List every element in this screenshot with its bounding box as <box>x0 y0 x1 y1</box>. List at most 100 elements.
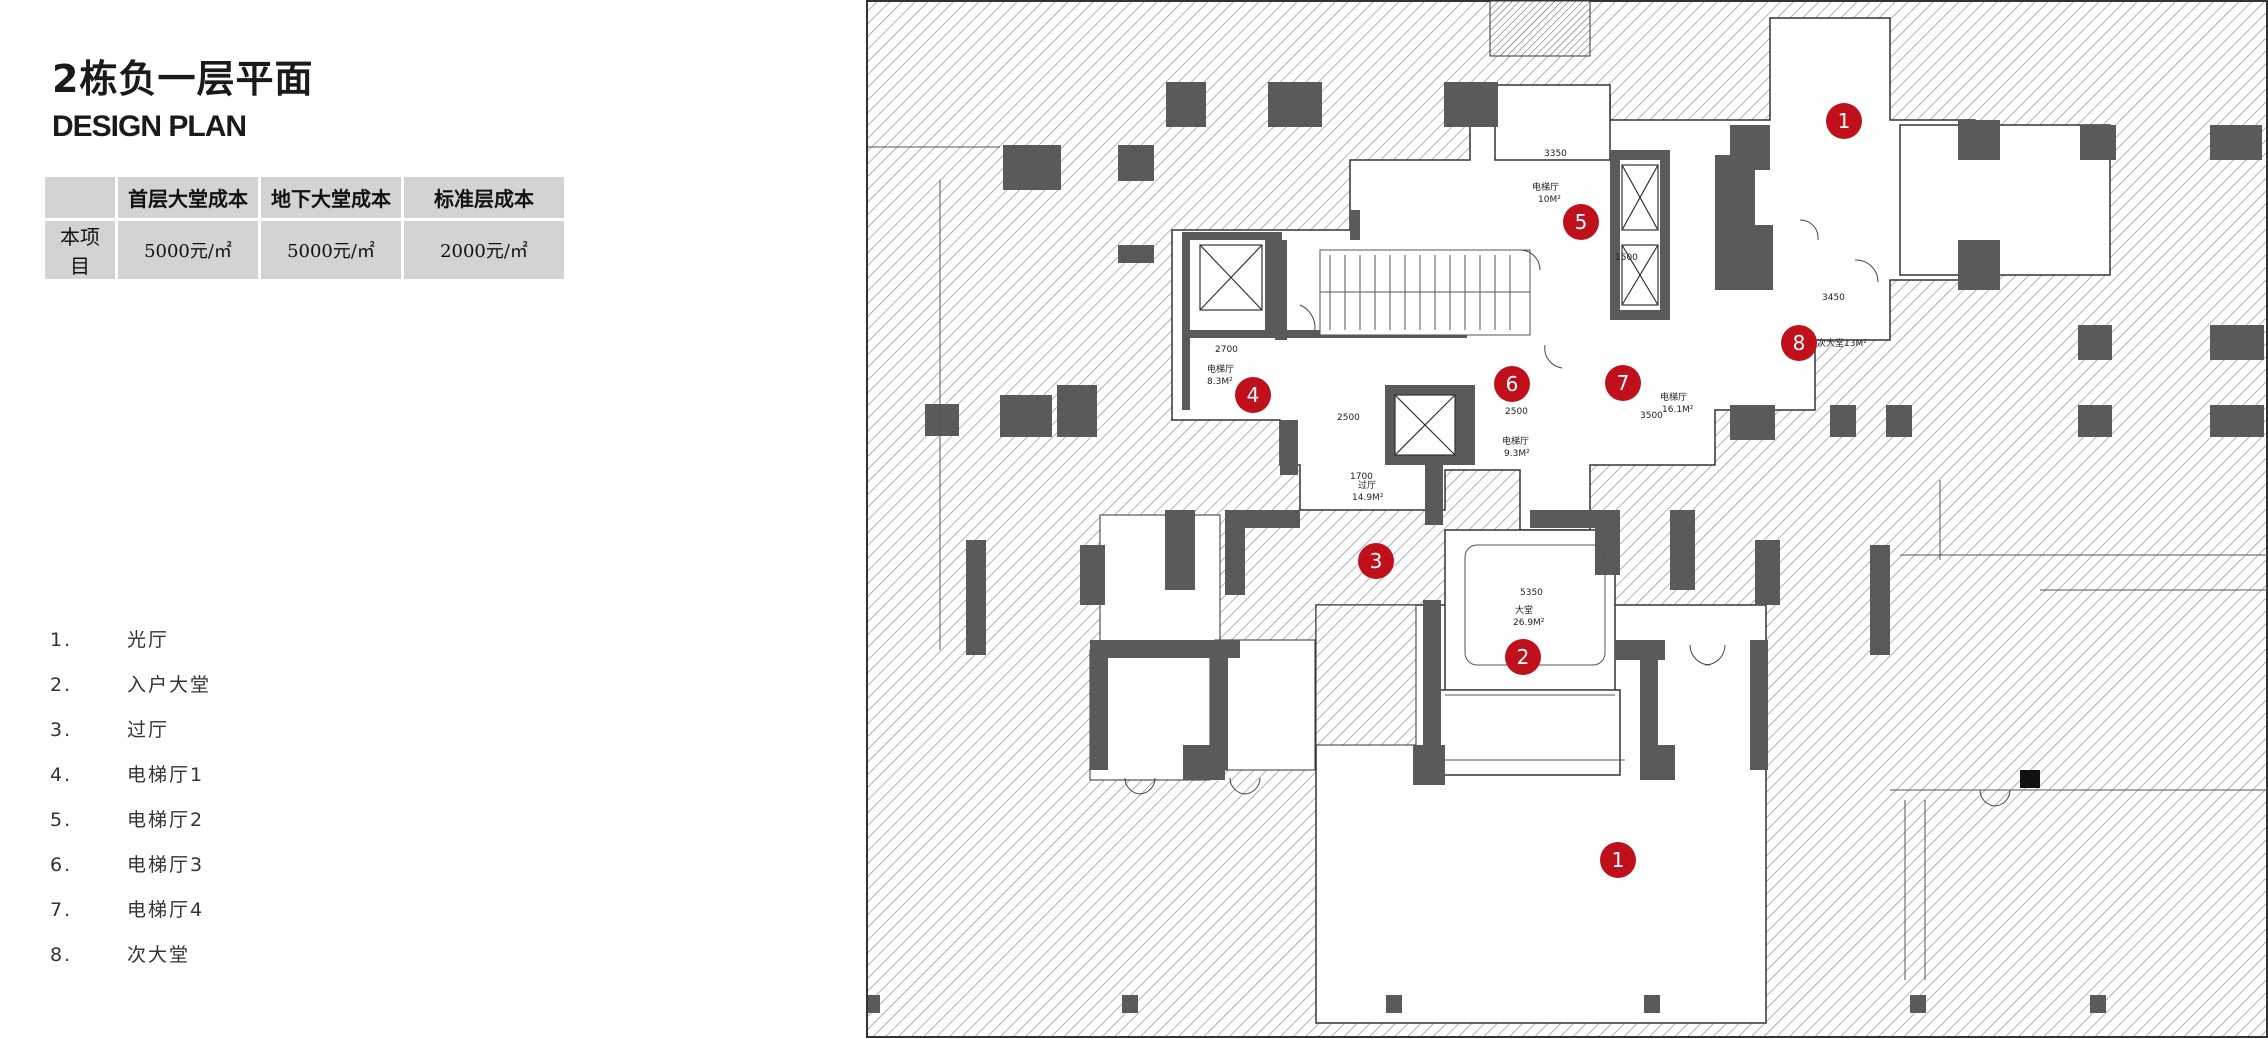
column <box>1386 995 1402 1013</box>
marker-number: 1 <box>1612 848 1625 872</box>
dimension-label: 2700 <box>1215 345 1238 355</box>
marker-number: 2 <box>1517 645 1530 669</box>
room-annotations: 电梯厅 10M² 电梯厅 8.3M² 电梯厅 9.3M² 电梯厅 16.1M² … <box>1207 181 1867 628</box>
wall-segment <box>1182 330 1275 338</box>
room-area: 26.9M² <box>1513 618 1545 628</box>
marker-circle <box>1605 365 1641 401</box>
marker-circle <box>1505 639 1541 675</box>
room-marker: 1 <box>1600 842 1636 878</box>
page-title: 2栋负一层平面 <box>52 57 314 101</box>
wall-segment <box>1080 545 1105 605</box>
right-room <box>1899 124 2111 276</box>
room-area: 16.1M² <box>1662 405 1694 415</box>
column <box>1830 405 1856 437</box>
column <box>1122 995 1138 1013</box>
wall-segment <box>1280 420 1298 475</box>
wall-segment <box>1595 525 1620 575</box>
room-label: 电梯厅 <box>1502 435 1529 447</box>
marker-number: 1 <box>1838 109 1851 133</box>
marker-circle <box>1358 543 1394 579</box>
wall-segment <box>1660 150 1670 320</box>
table-header-empty <box>45 177 115 218</box>
legend-number: 3. <box>50 719 73 741</box>
dimension-label: 1500 <box>1615 253 1638 263</box>
room-marker: 1 <box>1826 103 1862 139</box>
column <box>1166 82 1206 127</box>
room-label: 次大堂13M² <box>1817 337 1867 349</box>
dimension-label: 5350 <box>1520 588 1543 598</box>
room-marker: 2 <box>1505 639 1541 675</box>
wall-segment <box>1350 210 1360 240</box>
room-marker: 4 <box>1235 377 1271 413</box>
column <box>2090 995 2106 1013</box>
legend-item: 6.电梯厅3 <box>50 847 211 892</box>
room-area: 10M² <box>1538 195 1561 205</box>
room-marker: 8 <box>1781 325 1817 361</box>
door-swing <box>1979 789 1997 807</box>
room-legend: 1.光厅 2.入户大堂 3.过厅 4.电梯厅1 5.电梯厅2 6.电梯厅3 7.… <box>50 622 211 982</box>
door-swing <box>1704 644 1726 666</box>
wall-segment <box>1530 510 1620 528</box>
legend-number: 5. <box>50 809 73 831</box>
room-label: 电梯厅 <box>1660 391 1687 403</box>
dimension-label: 3350 <box>1544 149 1567 159</box>
wall-segment <box>1225 510 1245 595</box>
column <box>1118 245 1154 263</box>
marker-number: 3 <box>1370 549 1383 573</box>
marker-number: 6 <box>1506 372 1519 396</box>
door-swing <box>1544 344 1563 369</box>
wall-segment <box>1165 510 1195 590</box>
table-cell-standard-floor: 2000元/㎡ <box>404 221 564 279</box>
elevator-cross <box>1199 244 1263 311</box>
detail-lines <box>868 146 2268 980</box>
marker-number: 5 <box>1575 210 1588 234</box>
legend-label: 电梯厅4 <box>127 899 205 921</box>
wall-segment <box>1413 745 1445 785</box>
elevators <box>1199 164 1659 456</box>
legend-label: 次大堂 <box>127 944 191 966</box>
column <box>925 404 959 436</box>
legend-label: 电梯厅2 <box>127 809 205 831</box>
table-header-standard-floor: 标准层成本 <box>404 177 564 218</box>
column <box>2080 125 2116 160</box>
dimension-label: 3450 <box>1822 293 1845 303</box>
interior-spaces <box>1171 17 2111 1024</box>
legend-item: 4.电梯厅1 <box>50 757 211 802</box>
wall-segment <box>1870 545 1890 655</box>
table-row-label: 本项目 <box>45 221 115 279</box>
legend-number: 7. <box>50 899 73 921</box>
door-swing <box>1124 777 1142 795</box>
column <box>2210 125 2262 160</box>
marker-circle <box>1494 366 1530 402</box>
column <box>2210 325 2264 360</box>
wall-segment <box>1715 155 1755 225</box>
dimension-label: 2500 <box>1337 413 1360 423</box>
wall-segment <box>1182 232 1282 240</box>
marker-number: 7 <box>1617 371 1630 395</box>
wall-segment <box>1610 150 1670 160</box>
room-label: 大堂 <box>1515 604 1533 616</box>
marker-number: 4 <box>1247 383 1260 407</box>
column <box>1644 995 1660 1013</box>
upper-room <box>1494 84 1611 161</box>
column <box>1730 405 1775 440</box>
table-cell-ground-lobby: 5000元/㎡ <box>118 221 258 279</box>
table-header-ground-lobby: 首层大堂成本 <box>118 177 258 218</box>
room-label: 电梯厅 <box>1207 363 1234 375</box>
wall-segment <box>966 540 986 655</box>
wall-segment <box>1640 640 1658 750</box>
wall-segment <box>1750 640 1768 770</box>
column <box>1910 995 1926 1013</box>
door-swing <box>1229 777 1247 795</box>
column <box>2210 405 2264 437</box>
legend-item: 7. 电梯厅4 <box>50 892 211 937</box>
column <box>1268 82 1322 127</box>
dimension-labels: 3350 2700 2500 2500 3500 1700 5350 3450 … <box>1215 149 1845 598</box>
table-header-basement-lobby: 地下大堂成本 <box>261 177 401 218</box>
hatched-subarea <box>1214 639 1316 771</box>
marker-circle <box>1781 325 1817 361</box>
cost-table-header-row: 首层大堂成本 地下大堂成本 标准层成本 <box>45 177 564 218</box>
elevator-cross <box>1621 244 1659 306</box>
dimension-label: 2500 <box>1505 407 1528 417</box>
wall-segment <box>1423 600 1441 745</box>
